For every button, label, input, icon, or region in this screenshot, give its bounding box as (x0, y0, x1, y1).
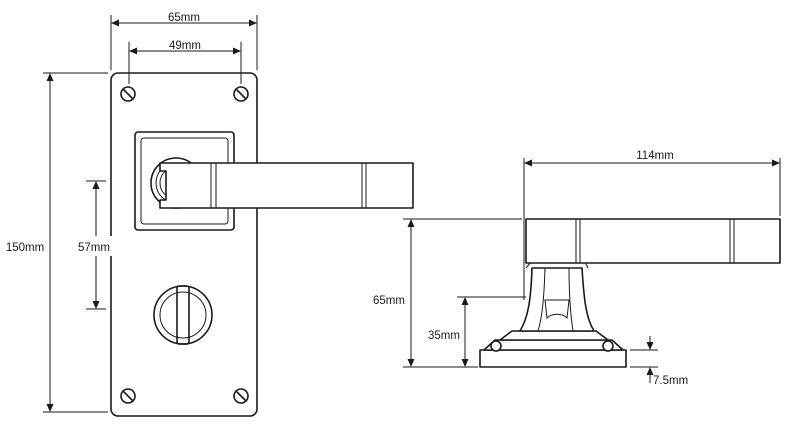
dim-plate-height: 150mm (6, 242, 44, 254)
dim-plate-width: 65mm (168, 12, 200, 24)
screw-icon (120, 388, 136, 404)
privacy-turn-outer (153, 285, 213, 345)
side-dimensions: 114mm 65mm 35mm 7.5mm (368, 150, 781, 387)
side-lever-body (525, 218, 781, 264)
dim-slot-width: 49mm (169, 40, 201, 52)
screw-icon (120, 86, 136, 102)
backplate (110, 72, 258, 417)
dim-centers: 57mm (78, 242, 110, 254)
front-dimensions: 65mm 49mm 150mm 57mm (2, 12, 258, 413)
lever-arm (159, 162, 414, 209)
dim-plate-thickness: 7.5mm (653, 375, 688, 387)
dim-projection: 65mm (373, 295, 405, 307)
dim-rose-height: 35mm (428, 330, 460, 342)
privacy-turn-inner (159, 291, 207, 339)
screw-icon (233, 388, 249, 404)
front-view (110, 72, 414, 417)
side-view (479, 218, 781, 368)
dim-lever-length: 114mm (636, 150, 674, 162)
base-plate (479, 349, 627, 368)
privacy-turn-slot (176, 285, 190, 345)
screw-icon (233, 86, 249, 102)
